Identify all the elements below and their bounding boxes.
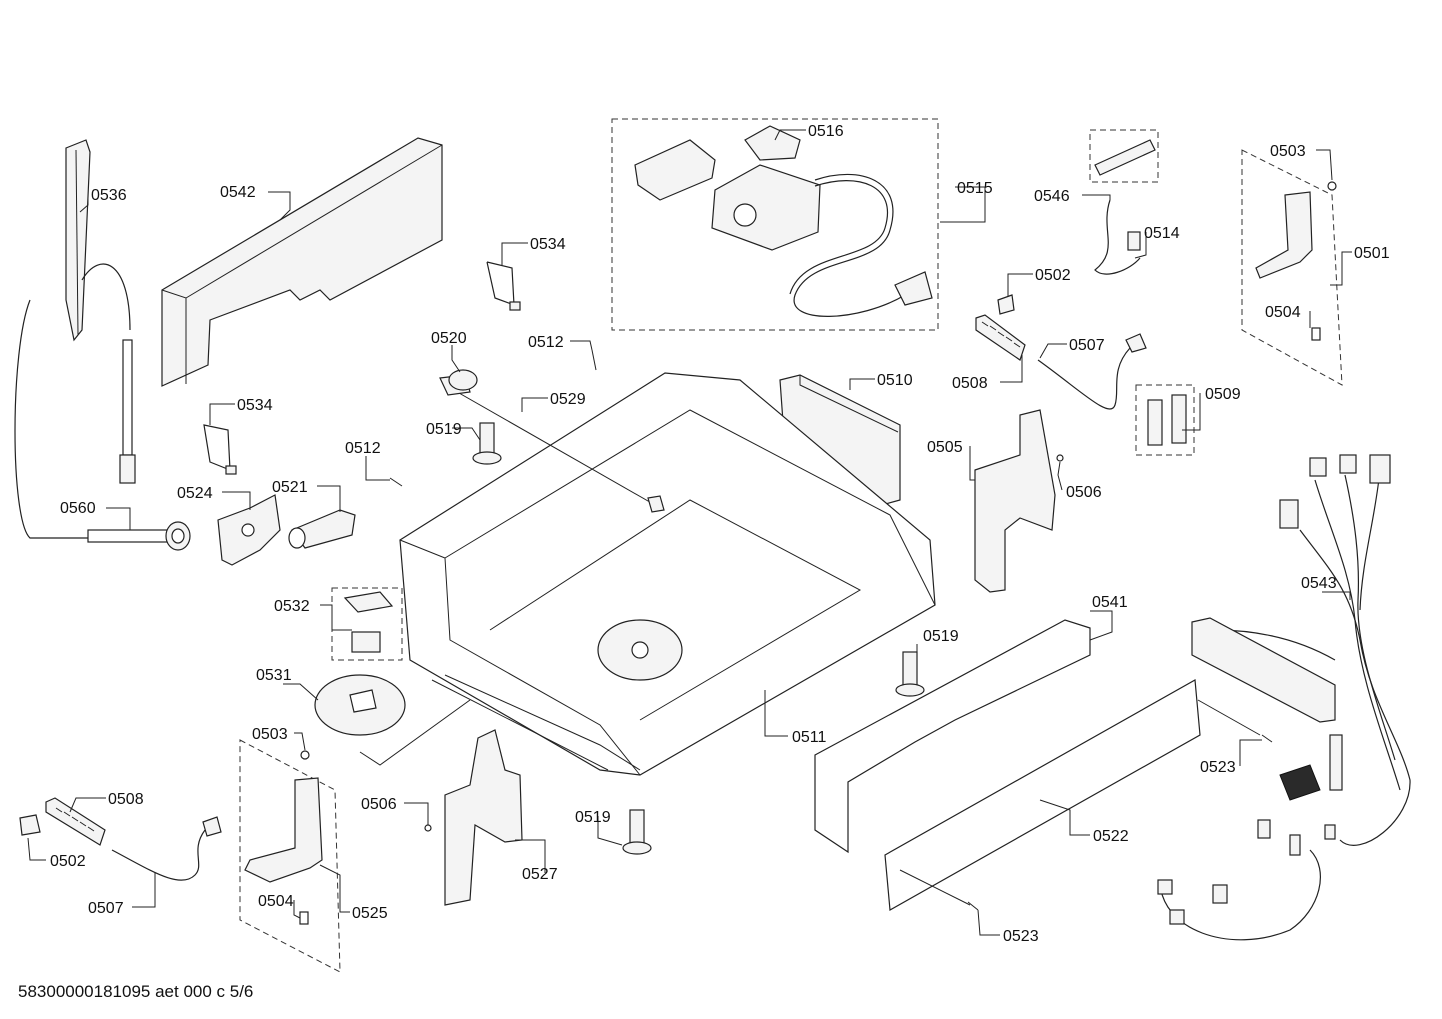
callout-0508-lower: 0508 xyxy=(108,791,144,808)
panel-0542 xyxy=(161,137,443,387)
harness-0543 xyxy=(1157,454,1411,941)
callout-0532: 0532 xyxy=(274,598,310,615)
callout-0508-upper: 0508 xyxy=(952,375,988,392)
callout-0515: 0515 xyxy=(957,180,993,197)
callout-0511: 0511 xyxy=(792,729,827,746)
module-0546 xyxy=(1089,129,1159,275)
disc-0531 xyxy=(314,674,406,736)
screw-0512-b xyxy=(389,477,403,487)
callout-0529: 0529 xyxy=(550,391,586,408)
bracket-0505 xyxy=(974,409,1064,593)
clip-0534-lower xyxy=(203,424,237,475)
foot-0519-c xyxy=(622,809,652,855)
callout-0519-upper: 0519 xyxy=(426,421,462,438)
spring-0508-lower xyxy=(45,797,106,846)
callout-0509: 0509 xyxy=(1205,386,1241,403)
plinth-0522 xyxy=(884,679,1201,911)
rod-0536 xyxy=(14,139,136,539)
callout-0546: 0546 xyxy=(1034,188,1070,205)
callout-0503-upper: 0503 xyxy=(1270,143,1306,160)
callout-0503-lower: 0503 xyxy=(252,726,288,743)
callout-0506-upper: 0506 xyxy=(1066,484,1102,501)
screw-0512-a xyxy=(591,349,597,371)
callout-0525: 0525 xyxy=(352,905,388,922)
callout-0524: 0524 xyxy=(177,485,213,502)
callout-0536: 0536 xyxy=(91,187,127,204)
group-box-0525 xyxy=(239,739,341,973)
callout-0501: 0501 xyxy=(1354,245,1390,262)
callout-0505: 0505 xyxy=(927,439,963,456)
callout-0520: 0520 xyxy=(431,330,467,347)
callout-0502-lower: 0502 xyxy=(50,853,86,870)
callout-0504-lower: 0504 xyxy=(258,893,294,910)
callout-0541: 0541 xyxy=(1092,594,1128,611)
drawing-code: 58300000181095 aet 000 c 5/6 xyxy=(18,982,254,1001)
callout-0542: 0542 xyxy=(220,184,256,201)
cable-0507-lower xyxy=(111,816,222,881)
foot-0519-a xyxy=(472,422,502,465)
callout-0516: 0516 xyxy=(808,123,844,140)
hinge-0525 xyxy=(244,750,323,925)
callout-0543: 0543 xyxy=(1301,575,1337,592)
outlet-0560 xyxy=(87,521,191,551)
parts-0532 xyxy=(343,591,394,653)
leader-lines xyxy=(27,129,1352,936)
callout-0504-upper: 0504 xyxy=(1265,304,1301,321)
hinge-0501 xyxy=(1255,181,1337,341)
screw-0523-a xyxy=(1261,734,1273,743)
bracket-0527 xyxy=(424,729,523,906)
cable-0507-upper xyxy=(1037,333,1147,410)
callout-0519-right: 0519 xyxy=(923,628,959,645)
clip-0502-upper xyxy=(997,294,1015,315)
group-box-0515 xyxy=(611,118,939,331)
callout-0514: 0514 xyxy=(1144,225,1180,242)
spring-0508-upper xyxy=(975,314,1026,361)
callout-0527: 0527 xyxy=(522,866,558,883)
callout-0521: 0521 xyxy=(272,479,308,496)
callout-labels: 0536 0542 0534 0534 0516 0515 0546 0514 … xyxy=(50,123,1390,945)
callout-0523-lower: 0523 xyxy=(1003,928,1039,945)
panel-0541 xyxy=(814,619,1091,854)
clip-0502-lower xyxy=(19,814,41,836)
callout-0512-upper: 0512 xyxy=(528,334,564,351)
callout-0510: 0510 xyxy=(877,372,913,389)
group-box-0509 xyxy=(1135,384,1195,456)
clips-0509 xyxy=(1147,394,1187,446)
clip-0534-upper xyxy=(486,261,521,311)
callout-0507-upper: 0507 xyxy=(1069,337,1105,354)
callout-0522: 0522 xyxy=(1093,828,1129,845)
screw-0523-b xyxy=(967,901,979,911)
pump-0521 xyxy=(288,509,356,549)
callout-0534-lower: 0534 xyxy=(237,397,273,414)
callout-0512-lower: 0512 xyxy=(345,440,381,457)
callout-0534-upper: 0534 xyxy=(530,236,566,253)
base-frame-0511 xyxy=(399,372,936,776)
group-box-0532 xyxy=(331,587,403,661)
callout-0519-lower: 0519 xyxy=(575,809,611,826)
callout-0506-lower: 0506 xyxy=(361,796,397,813)
foot-0519-b xyxy=(895,651,925,697)
bracket-0524 xyxy=(217,494,281,566)
pump-housing-0515 xyxy=(634,139,933,317)
callout-0531: 0531 xyxy=(256,667,292,684)
group-box-0501 xyxy=(1241,149,1343,386)
callout-0507-lower: 0507 xyxy=(88,900,124,917)
gear-0520 xyxy=(448,369,478,391)
callout-0560: 0560 xyxy=(60,500,96,517)
callout-0523-right: 0523 xyxy=(1200,759,1236,776)
callout-0502-upper: 0502 xyxy=(1035,267,1071,284)
connector-0516 xyxy=(744,125,801,161)
